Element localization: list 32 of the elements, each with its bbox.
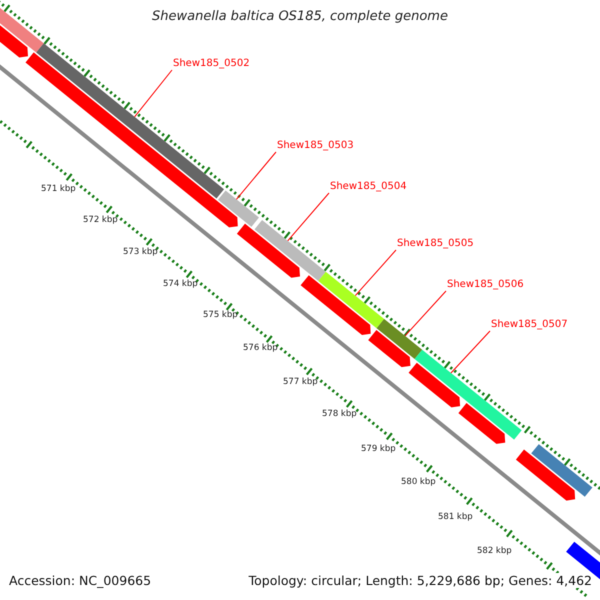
gene-label: Shew185_0505	[397, 238, 474, 250]
accession-text: Accession: NC_009665	[9, 573, 152, 588]
scale-label: 571 kbp	[41, 184, 76, 194]
scale-label: 581 kbp	[438, 512, 473, 522]
leader-line	[287, 192, 330, 242]
scale-label: 572 kbp	[83, 215, 118, 226]
scale-label: 578 kbp	[322, 409, 357, 420]
gene-label: Shew185_0504	[330, 181, 407, 193]
scale-label: 576 kbp	[243, 343, 278, 354]
scale-label: 580 kbp	[401, 477, 436, 488]
scale-label: 582 kbp	[477, 546, 512, 556]
title: Shewanella baltica OS185, complete genome	[151, 9, 449, 25]
gene-bar	[318, 272, 384, 328]
leader-line	[236, 152, 276, 200]
scale-label: 575 kbp	[203, 310, 238, 320]
scale-label: 579 kbp	[361, 444, 396, 454]
gene-label: Shew185_0506	[447, 279, 524, 291]
leader-line	[134, 70, 172, 118]
gene-bar	[218, 190, 259, 227]
gene-label: Shew185_0502	[173, 58, 250, 70]
scale-label: 574 kbp	[163, 279, 198, 290]
scale-label: 577 kbp	[283, 377, 318, 388]
gene-label: Shew185_0507	[491, 319, 568, 331]
leader-line	[404, 290, 446, 336]
gene-bar	[254, 220, 326, 281]
genome-info-text: Topology: circular; Length: 5,229,686 bp; Genes: 4,462	[248, 573, 592, 588]
gene-bar	[376, 318, 422, 359]
scale-label: 573 kbp	[123, 247, 158, 258]
gene-bar	[414, 350, 522, 440]
leader-line	[450, 330, 490, 374]
gene-label: Shew185_0503	[277, 140, 354, 152]
leader-line	[354, 250, 396, 296]
